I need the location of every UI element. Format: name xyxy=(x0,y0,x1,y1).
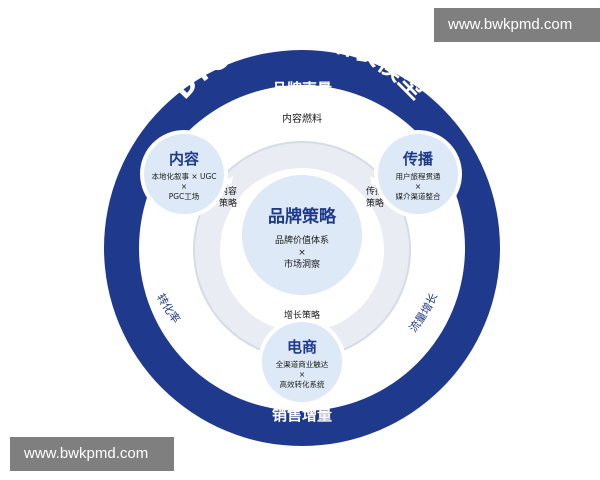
node-content-line2: PGC工场 xyxy=(169,192,200,201)
node-ecom-title: 电商 xyxy=(287,338,317,356)
node-content-line1: 本地化叙事 × UGC xyxy=(151,171,216,181)
node-spread-sep: × xyxy=(415,182,421,191)
node-ecom-line2: 高效转化系统 xyxy=(280,379,325,389)
ring-top-label: 品牌声量 xyxy=(272,80,332,98)
arrow-top-left xyxy=(223,176,233,186)
center-title: 品牌策略 xyxy=(268,206,337,227)
node-content xyxy=(140,130,228,218)
node-ecom xyxy=(258,318,346,406)
watermark-bottom: www.bwkpmd.com xyxy=(10,437,174,471)
node-ecom-line1: 全渠道商业触达 xyxy=(276,359,329,369)
ring-bottom-label: 销售增量 xyxy=(272,406,332,424)
center-line2: 市场洞察 xyxy=(284,258,320,270)
node-content-title: 内容 xyxy=(169,150,199,168)
node-ecom-sep: × xyxy=(299,370,305,379)
connector-growth-strategy: 增长策略 xyxy=(284,309,320,321)
center-sep: × xyxy=(298,248,306,258)
center-line1: 品牌价值体系 xyxy=(275,234,329,246)
connector-spread-strategy-2: 策略 xyxy=(366,197,384,209)
center-circle xyxy=(238,171,366,299)
inner-ring-top-label: 内容燃料 xyxy=(282,112,322,125)
node-spread-line1: 用户旅程贯通 xyxy=(396,171,441,181)
node-content-sep: × xyxy=(181,182,187,191)
node-spread-line2: 媒介渠道整合 xyxy=(396,191,441,201)
connector-content-strategy-2: 策略 xyxy=(219,197,237,209)
watermark-top: www.bwkpmd.com xyxy=(434,8,600,42)
node-spread xyxy=(374,130,462,218)
node-spread-title: 传播 xyxy=(402,150,434,168)
